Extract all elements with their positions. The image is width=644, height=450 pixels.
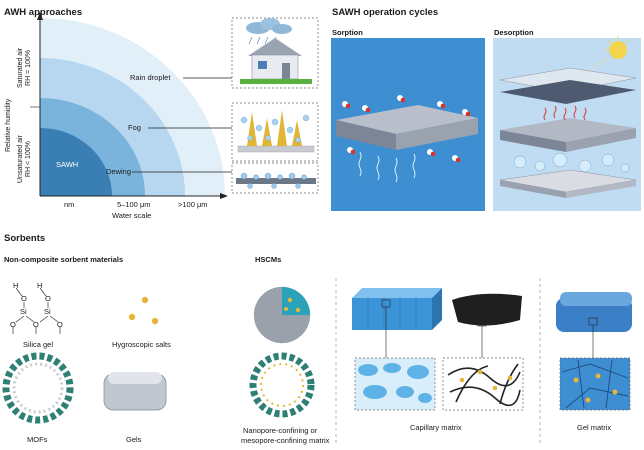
mofs-label: MOFs xyxy=(27,435,48,444)
silica-atom-o1: O xyxy=(21,294,27,303)
tick-5-100um: 5–100 μm xyxy=(117,200,151,209)
desorption-label: Desorption xyxy=(494,28,534,37)
silica-atom-o3: O xyxy=(45,294,51,303)
hygroscopic-salts-label: Hygroscopic salts xyxy=(112,340,171,349)
tick-nm: nm xyxy=(64,200,75,209)
awh-title: AWH approaches xyxy=(4,7,83,18)
sawh-label: SAWH xyxy=(56,160,79,169)
silica-atom-o5: O xyxy=(57,320,63,329)
silica-atom-si2: Si xyxy=(44,307,51,316)
silica-atom-o2: O xyxy=(10,320,16,329)
non-composite-title: Non-composite sorbent materials xyxy=(4,255,124,264)
tick-100um: >100 μm xyxy=(178,200,208,209)
gel-matrix-label: Gel matrix xyxy=(577,423,612,432)
capillary-matrix-label: Capillary matrix xyxy=(410,423,462,432)
silica-atom-h2: H xyxy=(37,281,43,290)
sawh-region xyxy=(40,128,112,196)
gels-label: Gels xyxy=(126,435,142,444)
silica-gel-label: Silica gel xyxy=(23,340,54,349)
hscm-title: HSCMs xyxy=(255,255,282,264)
sawh-cycles-title: SAWH operation cycles xyxy=(332,7,439,18)
fog-label: Fog xyxy=(128,123,141,132)
rain-droplet-label: Rain droplet xyxy=(130,73,171,82)
nanopore-label-line1: Nanopore-confining or xyxy=(243,426,318,435)
x-axis-label: Water scale xyxy=(112,211,152,220)
nanopore-label-line2: mesopore-confining matrix xyxy=(241,436,330,445)
sorbents-title: Sorbents xyxy=(4,233,46,244)
silica-atom-si1: Si xyxy=(20,307,27,316)
dewing-label: Dewing xyxy=(106,167,132,176)
silica-atom-h1: H xyxy=(13,281,19,290)
sorption-label: Sorption xyxy=(332,28,363,37)
silica-atom-o4: O xyxy=(33,320,39,329)
